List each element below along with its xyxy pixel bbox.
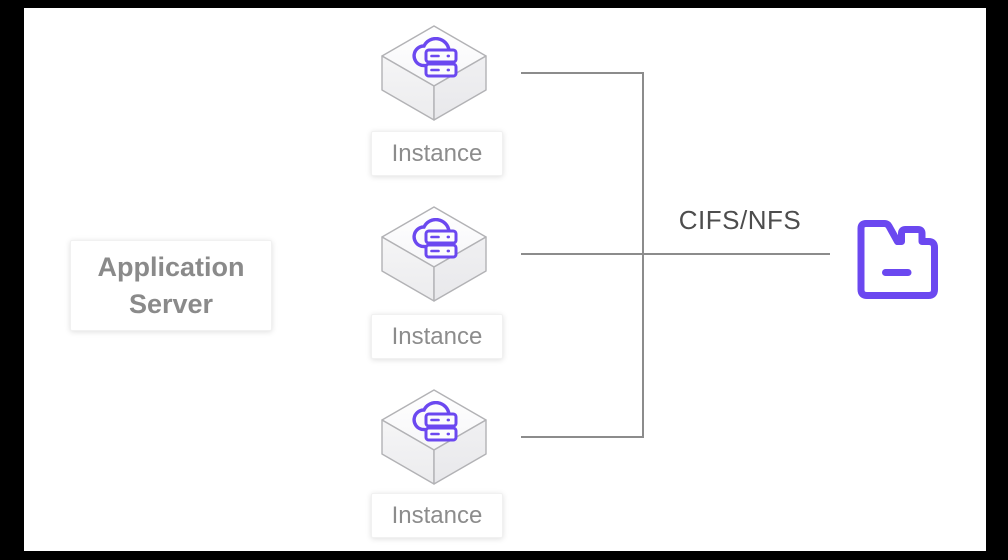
instance-label-text: Instance xyxy=(391,501,483,529)
cloud-server-icon xyxy=(412,37,458,78)
app-server-label: Application Server xyxy=(97,251,245,319)
instance-cube-icon xyxy=(381,206,487,302)
protocol-label: CIFS/NFS xyxy=(678,205,802,235)
instance-label-text: Instance xyxy=(391,322,483,350)
cloud-server-icon xyxy=(412,218,458,259)
instance-label-text: Instance xyxy=(391,139,483,167)
instance-cube-icon xyxy=(381,25,487,121)
instance-label: Instance xyxy=(371,131,503,176)
connector-line-instance1 xyxy=(521,72,643,74)
instance-label: Instance xyxy=(371,493,503,538)
connector-line-vertical-bus xyxy=(642,72,644,438)
instance-cube-icon xyxy=(381,389,487,485)
app-server-node: Application Server xyxy=(70,240,272,331)
connector-line-instance3 xyxy=(521,436,643,438)
connector-line-instance2-storage xyxy=(521,253,830,255)
folder-icon xyxy=(857,220,938,299)
diagram-canvas: Application Server xyxy=(24,8,986,551)
cloud-server-icon xyxy=(412,401,458,442)
instance-label: Instance xyxy=(371,314,503,359)
